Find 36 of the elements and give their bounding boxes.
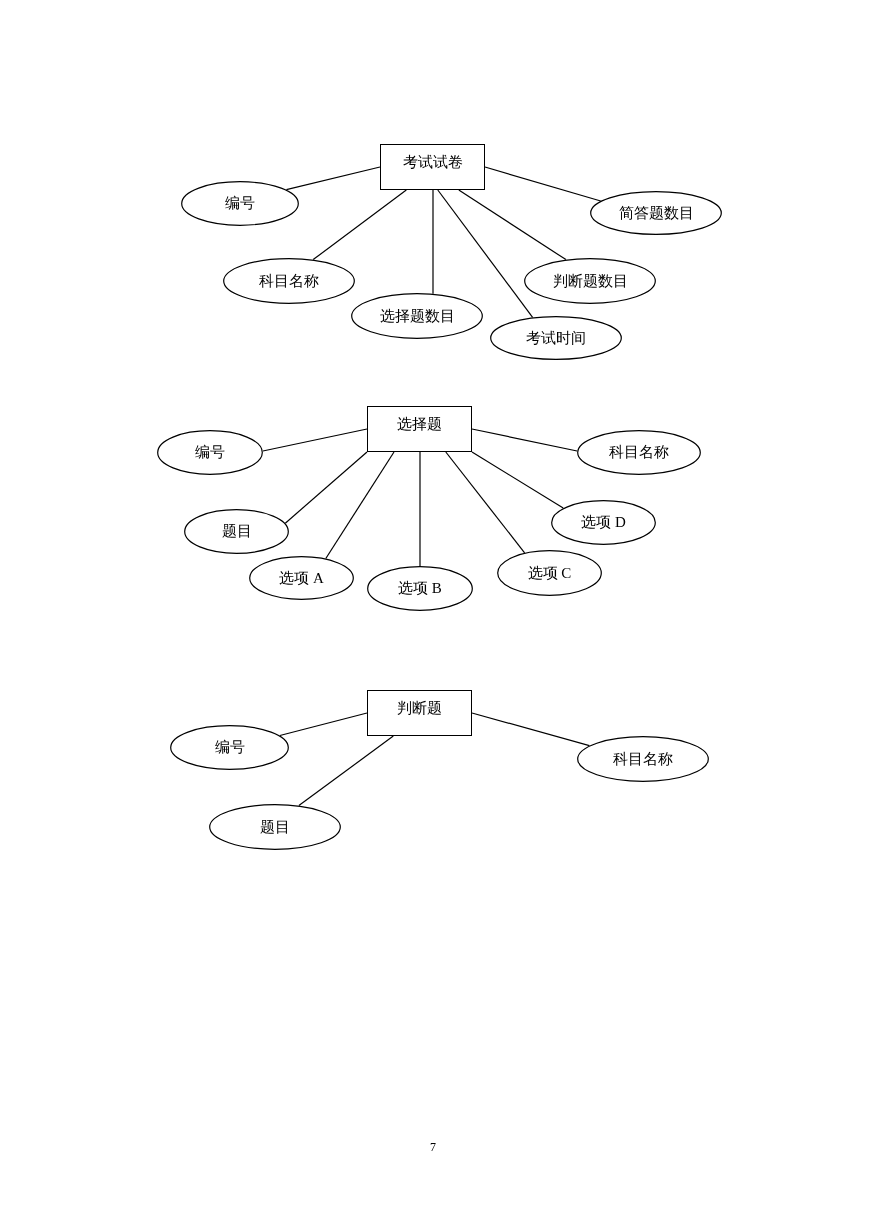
connector-line bbox=[298, 735, 394, 807]
attribute-ellipse: 选项 A bbox=[249, 556, 354, 600]
entity-box: 判断题 bbox=[367, 690, 472, 736]
connector-line bbox=[458, 189, 567, 261]
entity-box: 考试试卷 bbox=[380, 144, 485, 190]
attribute-ellipse: 题目 bbox=[184, 509, 289, 554]
attribute-ellipse: 编号 bbox=[157, 430, 263, 475]
attribute-ellipse: 选择题数目 bbox=[351, 293, 483, 339]
connector-line bbox=[285, 166, 381, 191]
attribute-ellipse: 选项 B bbox=[367, 566, 473, 611]
connector-line bbox=[284, 451, 368, 524]
page-number: 7 bbox=[430, 1140, 436, 1154]
attribute-ellipse: 选项 D bbox=[551, 500, 656, 545]
entity-box: 选择题 bbox=[367, 406, 472, 452]
connector-line bbox=[471, 428, 578, 452]
connector-line bbox=[437, 189, 534, 318]
connector-line bbox=[312, 189, 407, 261]
connector-line bbox=[484, 166, 602, 202]
connector-line bbox=[432, 189, 434, 295]
attribute-ellipse: 科目名称 bbox=[577, 430, 701, 475]
attribute-ellipse: 选项 C bbox=[497, 550, 602, 596]
connector-line bbox=[325, 451, 395, 560]
connector-line bbox=[279, 712, 368, 737]
connector-line bbox=[262, 428, 368, 452]
attribute-ellipse: 判断题数目 bbox=[524, 258, 656, 304]
connector-line bbox=[471, 712, 590, 747]
attribute-ellipse: 简答题数目 bbox=[590, 191, 722, 235]
attribute-ellipse: 题目 bbox=[209, 804, 341, 850]
attribute-ellipse: 科目名称 bbox=[223, 258, 355, 304]
connector-line bbox=[471, 451, 564, 509]
connector-line bbox=[445, 451, 526, 554]
attribute-ellipse: 科目名称 bbox=[577, 736, 709, 782]
attribute-ellipse: 编号 bbox=[181, 181, 299, 226]
connector-line bbox=[419, 451, 421, 567]
attribute-ellipse: 考试时间 bbox=[490, 316, 622, 360]
attribute-ellipse: 编号 bbox=[170, 725, 289, 770]
